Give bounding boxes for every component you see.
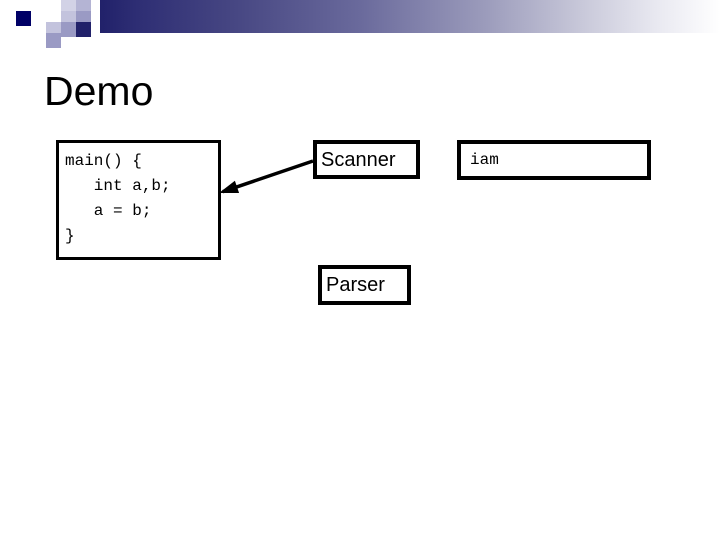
parser-label: Parser [326,274,385,296]
source-code-text: main() { int a,b; a = b; } [65,152,171,245]
header-gradient-bar [100,0,720,33]
scanner-to-code-arrow [219,159,314,194]
header-decoration-square [46,33,61,48]
source-code-box: main() { int a,b; a = b; } [56,140,221,260]
page-title: Demo [44,68,154,114]
header-decoration-square [76,22,91,37]
token-output-label: iam [470,151,499,169]
token-output-box[interactable]: iam [457,140,651,180]
header-decoration-square [16,11,31,26]
header-decoration-square [61,22,76,37]
header-decoration-square [31,0,46,15]
parser-box[interactable]: Parser [318,265,411,305]
scanner-box[interactable]: Scanner [313,140,420,179]
slide-header-band [0,0,720,48]
scanner-label: Scanner [321,148,396,171]
